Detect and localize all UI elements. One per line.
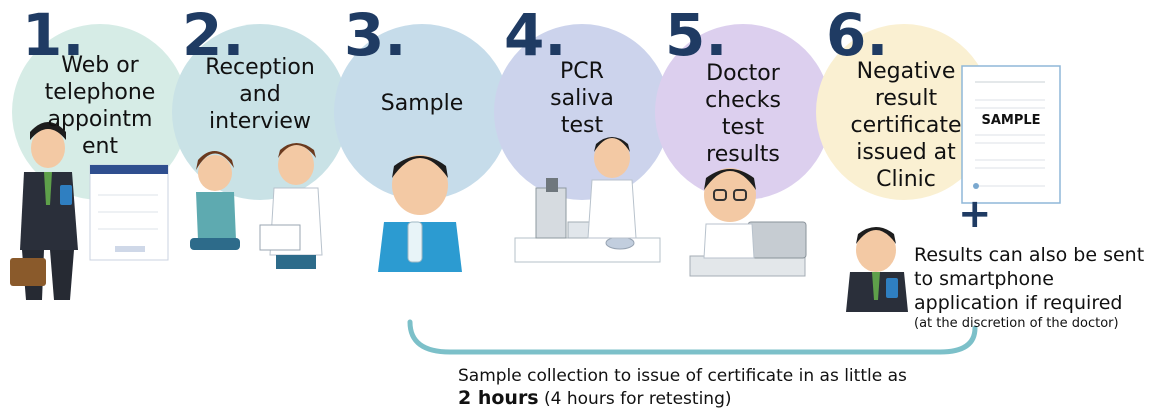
step-1-label-line: Web or bbox=[61, 53, 139, 78]
step-5-label-line: results bbox=[706, 142, 780, 167]
web-form-icon bbox=[89, 164, 169, 261]
step-4-label-line: PCR bbox=[560, 59, 604, 84]
step-5-label-line: Doctor bbox=[706, 61, 780, 86]
step-4-label-line: test bbox=[560, 113, 604, 138]
step-4-circle bbox=[494, 24, 670, 200]
step-5-label-line: checks bbox=[705, 88, 781, 113]
saliva-sample-icon bbox=[378, 155, 462, 272]
step-4-label: PCR saliva test bbox=[517, 58, 647, 139]
step-6-number: 6. bbox=[826, 1, 889, 69]
step-1-label-line: appointm bbox=[47, 107, 153, 132]
step-2-label-line: interview bbox=[209, 109, 311, 134]
smartphone-note-line: Results can also be sent bbox=[914, 244, 1145, 266]
step-3-label: Sample bbox=[357, 90, 487, 117]
step-4-number: 4. bbox=[504, 1, 567, 69]
pcr-lab-icon bbox=[514, 137, 661, 263]
timeline-bracket bbox=[407, 319, 978, 355]
reception-interview-icon bbox=[190, 143, 323, 269]
smartphone-note-sub: (at the discretion of the doctor) bbox=[914, 316, 1119, 331]
step-2-label-line: and bbox=[239, 82, 281, 107]
plus-sign: + bbox=[958, 191, 992, 237]
step-5-label-line: test bbox=[721, 115, 765, 140]
step-3-label-line: Sample bbox=[380, 91, 464, 116]
step-6-label-line: Negative bbox=[856, 59, 956, 84]
step-5-circle bbox=[655, 24, 831, 200]
businessman-phone-icon bbox=[10, 122, 78, 300]
timeline-caption: Sample collection to issue of certificat… bbox=[458, 366, 907, 386]
step-4-label-line: saliva bbox=[550, 86, 614, 111]
step-6-label-line: result bbox=[874, 86, 938, 111]
step-5-label: Doctor checks test results bbox=[678, 60, 808, 168]
step-6-label-line: certificate bbox=[850, 113, 962, 138]
step-1-number: 1. bbox=[22, 1, 85, 69]
step-2-label: Reception and interview bbox=[195, 54, 325, 135]
step-1-label-line: telephone bbox=[44, 80, 156, 105]
certificate-heading: SAMPLE bbox=[981, 113, 1041, 128]
step-2-label-line: Reception bbox=[205, 55, 315, 80]
step-6-label: Negative result certificate issued at Cl… bbox=[836, 58, 976, 193]
step-2-number: 2. bbox=[182, 1, 245, 69]
certificate-document-icon bbox=[961, 65, 1061, 204]
smartphone-note: Results can also be sent to smartphone a… bbox=[914, 243, 1169, 333]
smartphone-note-line: to smartphone bbox=[914, 268, 1054, 290]
smartphone-man-icon bbox=[846, 227, 908, 312]
step-6-label-line: issued at bbox=[856, 140, 956, 165]
step-1-label: Web or telephone appointm ent bbox=[35, 52, 165, 160]
step-5-number: 5. bbox=[665, 1, 728, 69]
timeline-duration-bold: 2 hours bbox=[458, 387, 539, 409]
doctor-laptop-icon bbox=[689, 168, 807, 277]
timeline-duration: 2 hours (4 hours for retesting) bbox=[458, 387, 732, 409]
smartphone-note-line: application if required bbox=[914, 292, 1123, 314]
step-6-label-line: Clinic bbox=[876, 167, 936, 192]
timeline-duration-after: (4 hours for retesting) bbox=[544, 389, 732, 409]
step-3-number: 3. bbox=[344, 1, 407, 69]
step-1-label-line: ent bbox=[81, 134, 119, 159]
